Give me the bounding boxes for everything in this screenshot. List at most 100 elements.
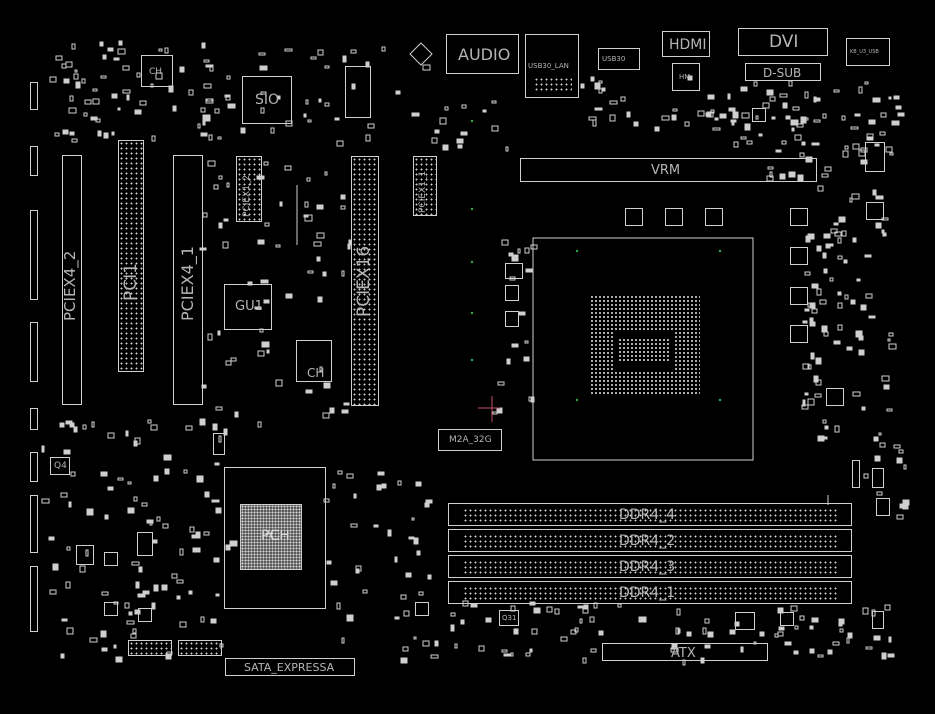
smd-component — [880, 112, 887, 118]
smd-component — [525, 652, 531, 657]
smd-component — [125, 430, 129, 437]
smd-component — [199, 418, 206, 426]
smd-component — [172, 105, 177, 112]
smd-component — [400, 657, 408, 664]
smd-component — [885, 146, 893, 153]
smd-component — [834, 425, 840, 433]
smd-component — [377, 471, 385, 476]
smd-component — [755, 115, 759, 120]
smd-component — [350, 523, 358, 528]
smd-component — [134, 437, 141, 445]
smd-component — [670, 647, 679, 653]
smd-component — [817, 435, 825, 442]
sata-port — [128, 640, 172, 656]
smd-component — [189, 526, 195, 533]
smd-component — [837, 291, 842, 296]
gu1-label: GU1 — [235, 299, 263, 314]
smd-component — [150, 83, 154, 88]
smd-component — [101, 647, 108, 652]
smd-component — [83, 112, 88, 117]
vrm-header: VRM — [520, 158, 817, 182]
smd-component — [450, 624, 455, 632]
audio-connector: AUDIO — [446, 34, 519, 74]
smd-component — [719, 113, 727, 119]
smd-component — [868, 315, 876, 319]
smd-component — [322, 412, 330, 419]
smd-component — [813, 375, 819, 383]
smd-component — [832, 641, 840, 646]
smd-component — [598, 630, 604, 636]
smd-component — [758, 133, 763, 137]
smd-component — [151, 602, 156, 610]
smd-component — [117, 107, 121, 111]
smd-component — [405, 572, 412, 578]
small-chip — [876, 498, 890, 516]
smd-component — [844, 145, 849, 150]
smd-component — [873, 436, 879, 442]
smd-component — [322, 271, 327, 277]
smd-component — [858, 86, 863, 94]
smd-component — [397, 480, 402, 486]
smd-component — [842, 150, 849, 158]
smd-component — [215, 593, 220, 597]
smd-component — [179, 548, 184, 556]
hdmi-label: HDMI — [669, 37, 707, 53]
smd-component — [41, 498, 50, 504]
smd-component — [48, 536, 55, 541]
smd-component — [151, 135, 156, 142]
smd-component — [830, 228, 838, 234]
smd-component — [821, 325, 828, 333]
smd-component — [316, 232, 325, 239]
smd-component — [891, 120, 900, 126]
atx-connector: ATX — [602, 643, 768, 661]
marker-dot — [470, 260, 474, 264]
smd-component — [841, 115, 846, 121]
smd-component — [376, 484, 382, 491]
pci1-slot: PCI1 — [118, 140, 144, 372]
pciex1-1-label: PCIEX1_1 — [418, 170, 428, 213]
smd-component — [707, 631, 714, 638]
smd-component — [741, 112, 750, 119]
smd-component — [704, 618, 710, 624]
smd-component — [903, 464, 907, 470]
smd-component — [305, 389, 313, 394]
smd-component — [164, 468, 170, 475]
smd-component — [439, 117, 447, 125]
smd-component — [746, 140, 753, 145]
smd-component — [92, 88, 98, 92]
smd-component — [211, 499, 220, 503]
smd-component — [865, 293, 873, 299]
smd-component — [829, 277, 834, 282]
smd-component — [574, 627, 579, 633]
ddr4-3-label: DDR4_3 — [619, 559, 676, 575]
smd-component — [883, 384, 890, 390]
inductor — [735, 612, 755, 630]
smd-component — [217, 330, 221, 336]
smd-component — [203, 59, 210, 63]
smd-component — [161, 584, 168, 591]
smd-component — [511, 254, 519, 262]
smd-component — [802, 399, 806, 407]
smd-component — [176, 579, 184, 584]
header-pin — [30, 408, 38, 430]
smd-component — [68, 107, 77, 114]
smd-component — [162, 523, 169, 529]
smd-component — [82, 424, 87, 430]
smd-component — [136, 72, 141, 78]
smd-component — [809, 648, 815, 654]
smd-component — [424, 502, 430, 508]
header-pin — [30, 495, 38, 553]
smd-component — [69, 131, 75, 136]
smd-component — [671, 643, 678, 650]
ch-chip-top: CH — [141, 55, 173, 87]
smd-component — [530, 244, 538, 250]
smd-component — [823, 233, 831, 239]
smd-component — [226, 75, 231, 80]
smd-component — [350, 49, 357, 54]
q4-chip: Q4 — [50, 457, 70, 475]
smd-component — [135, 581, 140, 589]
smd-component — [65, 581, 71, 589]
smd-component — [323, 382, 331, 389]
smd-component — [804, 271, 811, 276]
smd-component — [815, 357, 822, 365]
